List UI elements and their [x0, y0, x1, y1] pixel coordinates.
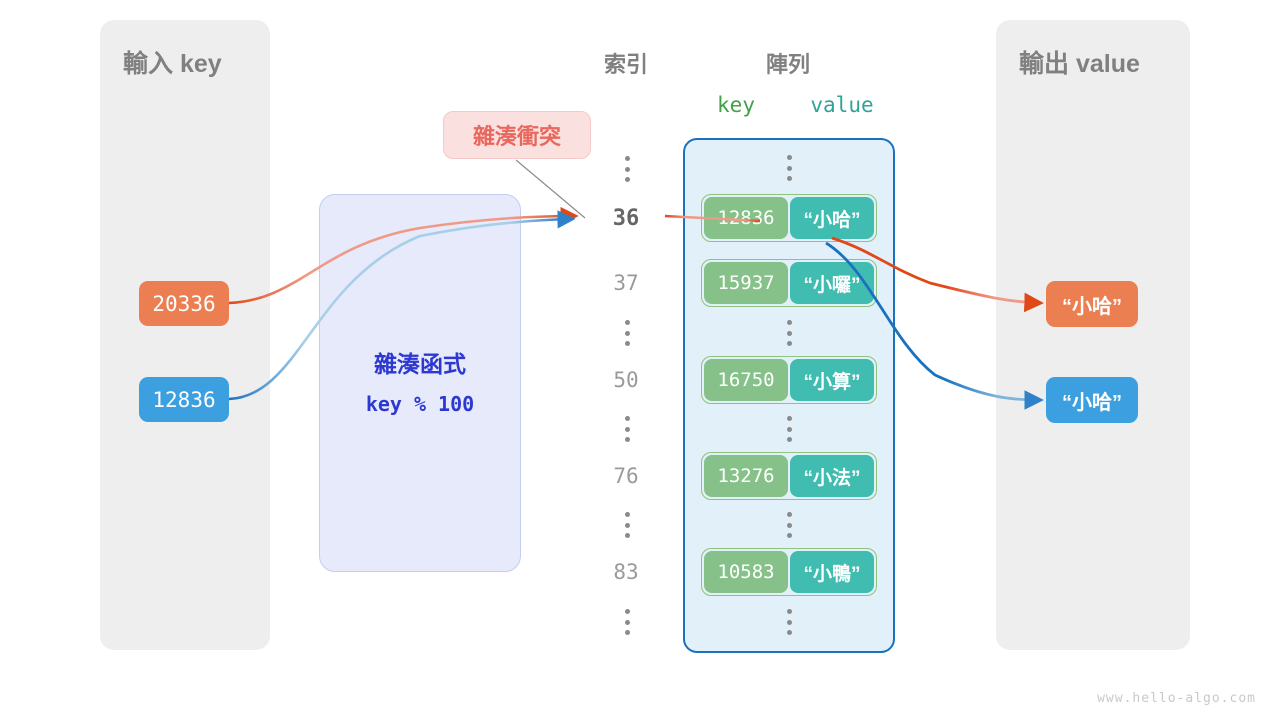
- legend-key-label: key: [717, 93, 755, 117]
- index-ellipsis: [620, 156, 634, 182]
- entry-value-cell: “小囉”: [790, 262, 874, 304]
- array-ellipsis: [782, 609, 796, 635]
- output-value-chip: “小哈”: [1046, 377, 1138, 423]
- entry-key-cell: 13276: [704, 455, 788, 497]
- array-entry-row: 15937 “小囉”: [701, 259, 877, 307]
- collision-callout: 雜湊衝突: [443, 111, 591, 159]
- output-value-chip: “小哈”: [1046, 281, 1138, 327]
- array-ellipsis: [782, 416, 796, 442]
- output-panel: [996, 20, 1190, 650]
- watermark: www.hello-algo.com: [1097, 691, 1256, 706]
- index-ellipsis: [620, 416, 634, 442]
- index-column-title: 索引: [603, 52, 648, 77]
- entry-key-cell: 16750: [704, 359, 788, 401]
- input-key-chip: 20336: [139, 281, 229, 326]
- array-entry-row: 13276 “小法”: [701, 452, 877, 500]
- index-ellipsis: [620, 512, 634, 538]
- input-panel-title: 輸入 key: [123, 50, 222, 78]
- hash-function-box: [319, 194, 521, 572]
- index-ellipsis: [620, 320, 634, 346]
- entry-key-cell: 15937: [704, 262, 788, 304]
- entry-value-cell: “小鴨”: [790, 551, 874, 593]
- array-entry-row: 10583 “小鴨”: [701, 548, 877, 596]
- index-label-36: 36: [612, 206, 640, 231]
- index-label-76: 76: [613, 464, 639, 488]
- entry-value-cell: “小算”: [790, 359, 874, 401]
- input-key-chip: 12836: [139, 377, 229, 422]
- entry-key-cell: 10583: [704, 551, 788, 593]
- array-entry-row: 12836 “小哈”: [701, 194, 877, 242]
- array-ellipsis: [782, 512, 796, 538]
- output-panel-title: 輸出 value: [1019, 50, 1140, 78]
- index-ellipsis: [620, 609, 634, 635]
- entry-value-cell: “小法”: [790, 455, 874, 497]
- hash-function-name: 雜湊函式: [374, 351, 466, 377]
- array-entry-row: 16750 “小算”: [701, 356, 877, 404]
- index-label-83: 83: [613, 560, 639, 584]
- index-label-37: 37: [613, 271, 639, 295]
- index-label-50: 50: [613, 368, 639, 392]
- entry-key-cell: 12836: [704, 197, 788, 239]
- hash-function-expression: key % 100: [365, 392, 475, 416]
- key-value-legend: key value: [683, 93, 895, 117]
- legend-value-label: value: [810, 93, 874, 117]
- input-panel: [100, 20, 270, 650]
- array-column-title: 陣列: [765, 52, 810, 77]
- collision-callout-label: 雜湊衝突: [472, 124, 561, 149]
- entry-value-cell: “小哈”: [790, 197, 874, 239]
- array-ellipsis: [782, 155, 796, 181]
- array-ellipsis: [782, 320, 796, 346]
- collision-leader-line: [515, 159, 586, 219]
